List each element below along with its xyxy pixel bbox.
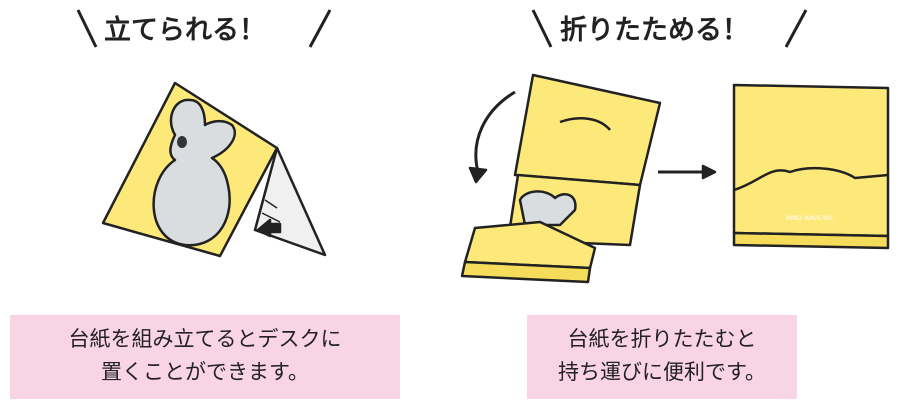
left-caption: 台紙を組み立てるとデスクに 置くことができます。 — [10, 315, 400, 399]
right-caption: 台紙を折りたたむと 持ち運びに便利です。 — [527, 315, 797, 399]
left-heading: 立てられる！ — [104, 15, 266, 46]
left-caption-line1: 台紙を組み立てるとデスクに — [68, 327, 342, 351]
standing-card-illustration — [101, 81, 327, 258]
right-caption-line1: 台紙を折りたたむと — [567, 327, 757, 351]
brand-label: MIND WAVE INC. — [786, 215, 836, 222]
folding-card-illustration — [460, 73, 890, 284]
right-caption-line2: 持ち運びに便利です。 — [558, 360, 766, 384]
right-heading: 折りたためる！ — [560, 15, 749, 46]
heading-decorations — [76, 9, 808, 48]
left-caption-line2: 置くことができます。 — [101, 360, 309, 384]
card-label: コアラ — [234, 82, 257, 111]
